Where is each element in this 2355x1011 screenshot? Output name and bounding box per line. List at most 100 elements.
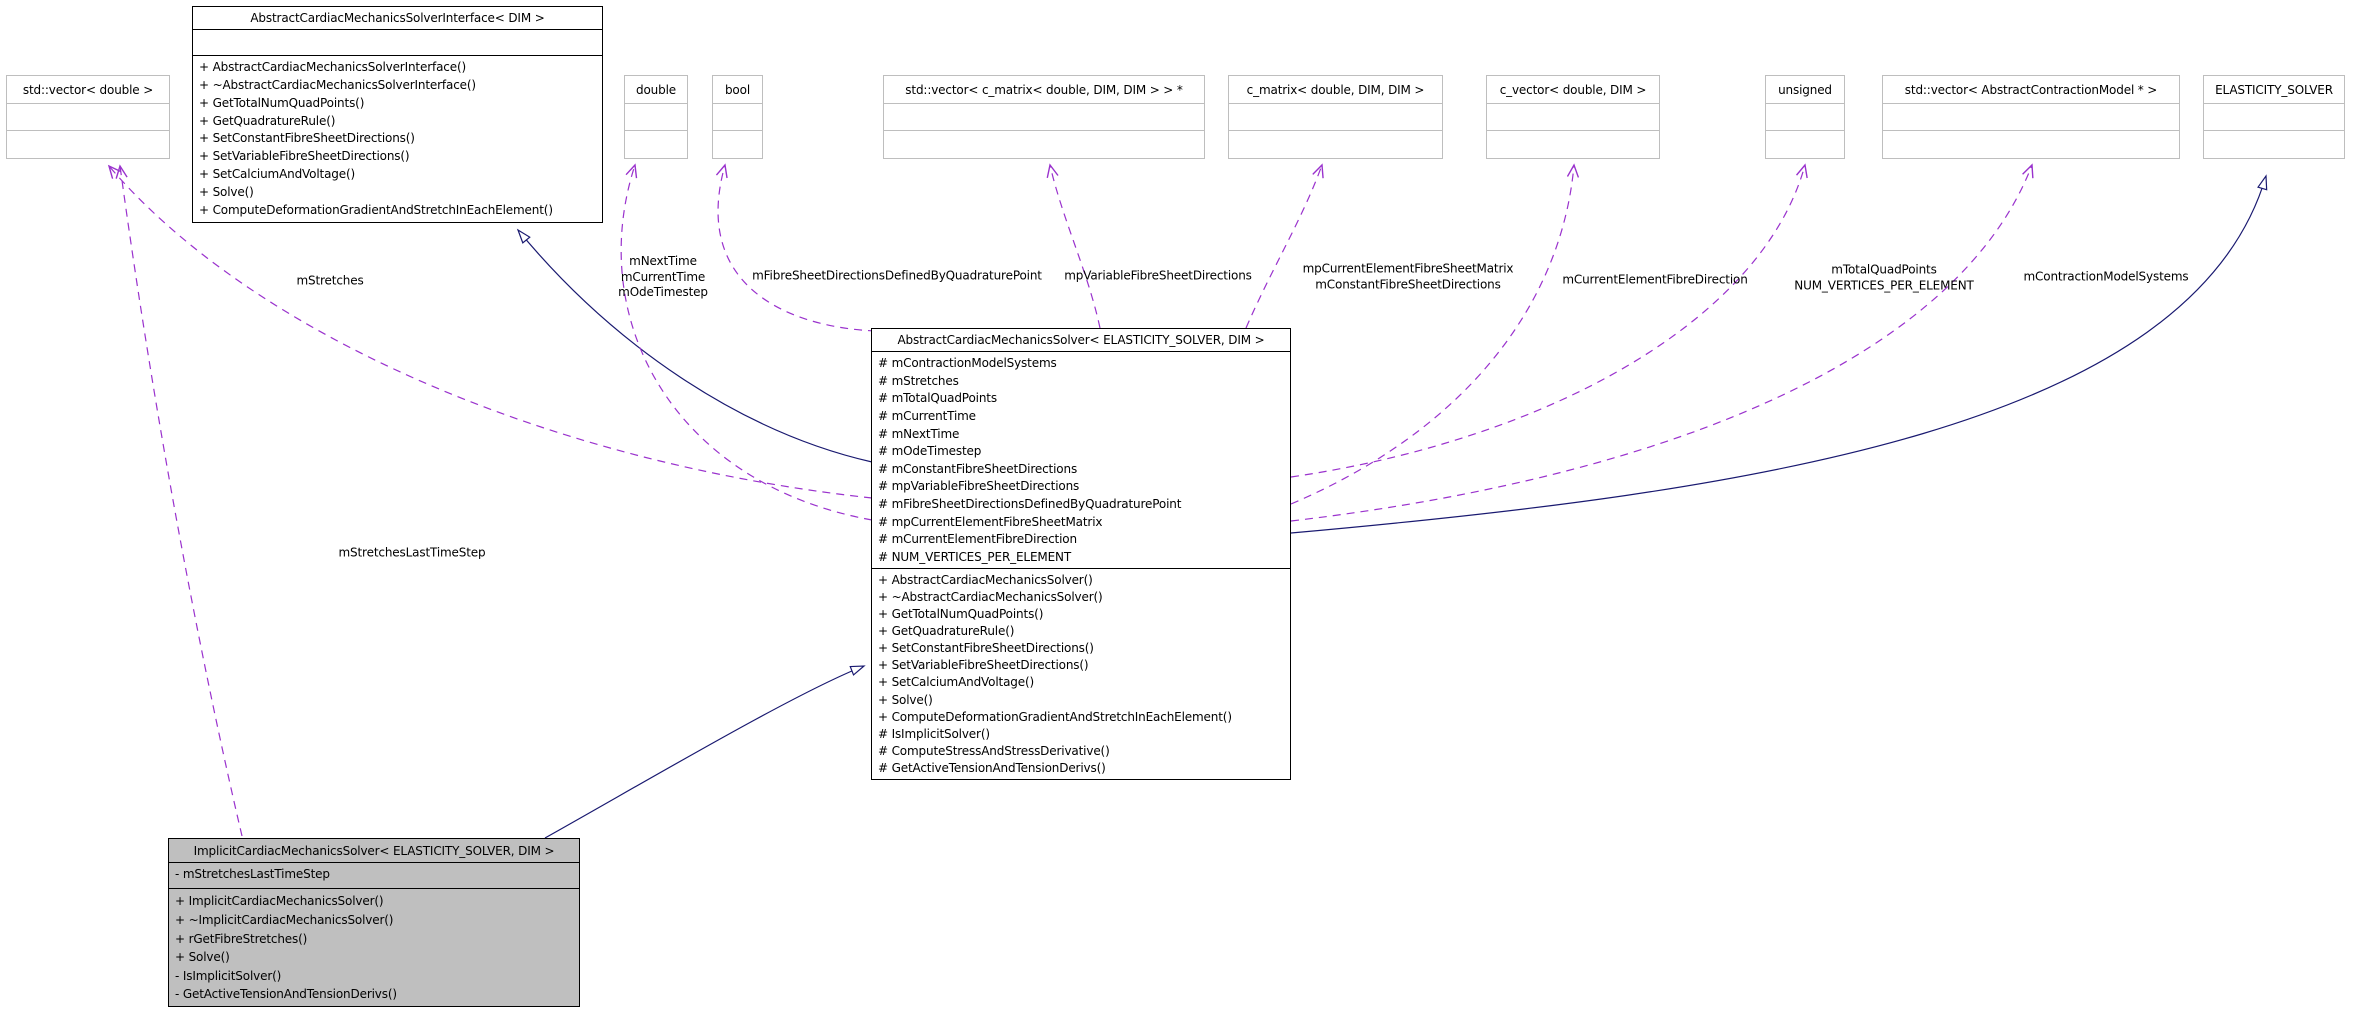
member-line: + SetConstantFibreSheetDirections()	[878, 641, 1094, 656]
attributes-section: # mContractionModelSystems # mStretches # …	[872, 352, 1290, 569]
member-line: # mStretches	[878, 373, 959, 388]
member-line: + SetVariableFibreSheetDirections()	[878, 658, 1089, 673]
member-line: + ~AbstractCardiacMechanicsSolverInterfa…	[199, 77, 476, 92]
edge-usage-contractionmodels	[1290, 165, 2032, 522]
type-node-unsigned: unsigned	[1765, 75, 1845, 159]
type-title: c_vector< double, DIM >	[1487, 76, 1659, 104]
class-node-abstract-cardiac-mechanics-solver-interface[interactable]: AbstractCardiacMechanicsSolverInterface<…	[192, 6, 603, 223]
empty-methods	[2204, 131, 2344, 158]
member-line: + ImplicitCardiacMechanicsSolver()	[175, 894, 384, 909]
edge-label-mstretches: mStretches	[296, 273, 364, 288]
type-title: bool	[713, 76, 762, 104]
edge-inherit-abstract-to-interface	[516, 228, 873, 463]
edge-inherit-implicit-to-abstract	[544, 665, 866, 839]
empty-attributes	[884, 104, 1204, 131]
empty-attributes	[713, 104, 762, 131]
empty-attributes	[7, 104, 169, 131]
edge-label-fibresheet-matrix-members: mpCurrentElementFibreSheetMatrix mConsta…	[1302, 261, 1514, 292]
class-title: ImplicitCardiacMechanicsSolver< ELASTICI…	[169, 839, 579, 864]
edge-label-mstretcheslasttimestep: mStretchesLastTimeStep	[338, 545, 486, 560]
member-line: # mpCurrentElementFibreSheetMatrix	[878, 514, 1103, 529]
attributes-section	[193, 30, 602, 56]
member-line: + Solve()	[175, 950, 230, 965]
edge-usage-mstretches	[109, 166, 873, 499]
member-line: + SetCalciumAndVoltage()	[878, 675, 1035, 690]
edge-usage-bool	[718, 165, 877, 332]
edge-label-mfibresheetdirectionsdefinedbyquadraturepoint: mFibreSheetDirectionsDefinedByQuadrature…	[752, 268, 1042, 283]
edge-usage-times-double	[620, 165, 873, 521]
class-title: AbstractCardiacMechanicsSolver< ELASTICI…	[872, 329, 1290, 352]
member-line: + Solve()	[878, 692, 933, 707]
class-title: AbstractCardiacMechanicsSolverInterface<…	[193, 7, 602, 31]
type-title: std::vector< double >	[7, 76, 169, 104]
edge-usage-cmatrix	[1245, 165, 1322, 329]
empty-attributes	[1883, 104, 2179, 131]
member-line: # mConstantFibreSheetDirections	[878, 461, 1078, 476]
type-node-std-vector-double: std::vector< double >	[6, 75, 170, 159]
type-node-std-vector-cmatrix-ptr: std::vector< c_matrix< double, DIM, DIM …	[883, 75, 1205, 159]
member-line: # mCurrentTime	[878, 408, 976, 423]
member-line: + SetCalciumAndVoltage()	[199, 167, 356, 182]
type-node-double: double	[624, 75, 688, 159]
edge-usage-cvector	[1290, 165, 1574, 505]
type-node-cvector: c_vector< double, DIM >	[1486, 75, 1660, 159]
member-line: + GetQuadratureRule()	[199, 113, 336, 128]
member-line: - mStretchesLastTimeStep	[175, 867, 330, 882]
edge-label-mcurrentelementfibredirection: mCurrentElementFibreDirection	[1562, 272, 1748, 287]
member-line: # mFibreSheetDirectionsDefinedByQuadratu…	[878, 497, 1182, 512]
empty-attributes	[1229, 104, 1442, 131]
member-line: + GetTotalNumQuadPoints()	[878, 607, 1044, 622]
member-line: # GetActiveTensionAndTensionDerivs()	[878, 760, 1106, 775]
type-title: ELASTICITY_SOLVER	[2204, 76, 2344, 104]
type-title: std::vector< AbstractContractionModel * …	[1883, 76, 2179, 104]
member-line: + rGetFibreStretches()	[175, 931, 308, 946]
type-title: double	[625, 76, 687, 104]
member-line: + GetTotalNumQuadPoints()	[199, 95, 365, 110]
member-line: + ComputeDeformationGradientAndStretchIn…	[878, 709, 1232, 724]
type-node-bool: bool	[712, 75, 763, 159]
empty-methods	[625, 131, 687, 158]
member-line: # mCurrentElementFibreDirection	[878, 532, 1077, 547]
empty-methods	[713, 131, 762, 158]
attributes-section: - mStretchesLastTimeStep	[169, 863, 579, 890]
member-line: + AbstractCardiacMechanicsSolver()	[878, 572, 1093, 587]
type-node-cmatrix: c_matrix< double, DIM, DIM >	[1228, 75, 1443, 159]
member-line: + ~ImplicitCardiacMechanicsSolver()	[175, 913, 394, 928]
class-node-implicit-cardiac-mechanics-solver[interactable]: ImplicitCardiacMechanicsSolver< ELASTICI…	[168, 838, 580, 1007]
type-title: unsigned	[1766, 76, 1844, 104]
type-title: std::vector< c_matrix< double, DIM, DIM …	[884, 76, 1204, 104]
member-line: # mContractionModelSystems	[878, 355, 1057, 370]
edge-usage-unsigned	[1290, 165, 1805, 478]
empty-methods	[1487, 131, 1659, 158]
member-line: # mNextTime	[878, 426, 960, 441]
empty-attributes	[2204, 104, 2344, 131]
member-line: + AbstractCardiacMechanicsSolverInterfac…	[199, 59, 467, 74]
type-node-elasticity-solver: ELASTICITY_SOLVER	[2203, 75, 2345, 159]
edge-label-mcontractionmodelsystems: mContractionModelSystems	[2023, 269, 2189, 284]
member-line: + ~AbstractCardiacMechanicsSolver()	[878, 589, 1103, 604]
member-line: + SetVariableFibreSheetDirections()	[199, 149, 410, 164]
edge-usage-mstretcheslasttimestep	[120, 166, 243, 837]
class-node-abstract-cardiac-mechanics-solver[interactable]: AbstractCardiacMechanicsSolver< ELASTICI…	[871, 328, 1291, 780]
type-title: c_matrix< double, DIM, DIM >	[1229, 76, 1442, 104]
edge-usage-vector-cmatrix-ptr	[1050, 165, 1101, 329]
empty-methods	[884, 131, 1204, 158]
methods-section: + AbstractCardiacMechanicsSolver() + ~Abs…	[872, 569, 1290, 779]
member-line: + GetQuadratureRule()	[878, 624, 1015, 639]
member-line: + Solve()	[199, 185, 254, 200]
edge-label-mpvariablefibresheetdirections: mpVariableFibreSheetDirections	[1064, 268, 1252, 283]
member-line: - IsImplicitSolver()	[175, 968, 282, 983]
empty-attributes	[1487, 104, 1659, 131]
methods-section: + AbstractCardiacMechanicsSolverInterfac…	[193, 56, 602, 222]
member-line: + ComputeDeformationGradientAndStretchIn…	[199, 203, 553, 218]
member-line: + SetConstantFibreSheetDirections()	[199, 131, 415, 146]
empty-attributes	[625, 104, 687, 131]
edge-label-time-members: mNextTime mCurrentTime mOdeTimestep	[618, 253, 708, 299]
member-line: # NUM_VERTICES_PER_ELEMENT	[878, 550, 1072, 565]
member-line: # mTotalQuadPoints	[878, 391, 997, 406]
member-line: # ComputeStressAndStressDerivative()	[878, 743, 1110, 758]
member-line: # mpVariableFibreSheetDirections	[878, 479, 1080, 494]
edge-label-quadpoints-members: mTotalQuadPoints NUM_VERTICES_PER_ELEMEN…	[1794, 262, 1974, 293]
